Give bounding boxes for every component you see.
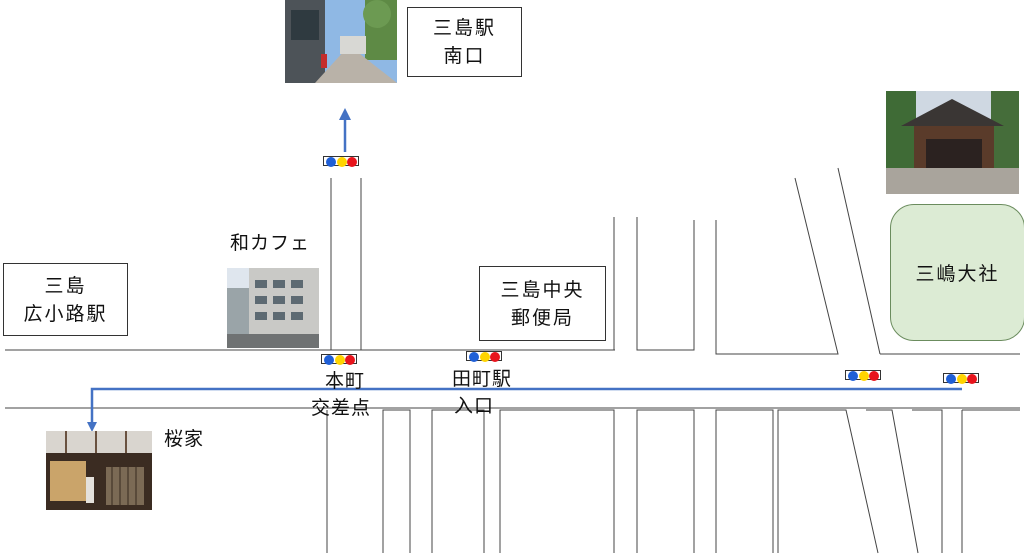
cafe-photo [227,268,319,348]
arrow-up-icon [339,108,351,120]
station-exit: 南口 [443,45,486,67]
hirokoji-station: 三島 広小路駅 [3,263,128,336]
post-office: 三島中央 郵便局 [479,266,606,341]
honmachi-intersection: 本町 交差点 [311,368,371,422]
mishima-taisha-shrine: 三嶋大社 [890,204,1024,341]
sakuraya-photo [46,431,152,510]
post-office-name: 郵便局 [510,306,574,329]
block-edge [866,409,919,554]
traffic-signal-icon [943,373,979,384]
block-edge [837,167,881,355]
station-name: 三島 [44,274,87,297]
station-name: 三島駅 [432,17,496,39]
block-edge [499,409,615,553]
traffic-signal-icon [466,351,502,362]
station-name: 広小路駅 [23,302,108,325]
traffic-signal-icon [323,156,359,167]
entrance-name: 田町駅 [452,368,513,390]
block-edge [912,409,943,553]
intersection-name: 交差点 [311,397,372,419]
entrance-name: 入口 [454,395,495,417]
block-edge [715,177,839,355]
block-edge [431,409,485,553]
tamachi-station-entrance: 田町駅 入口 [452,366,512,420]
arrow-down-icon [87,422,97,432]
shrine-photo [886,91,1019,194]
shrine-name: 三嶋大社 [915,263,1000,285]
station-photo [285,0,397,83]
traffic-signal-icon [321,354,357,365]
traffic-signal-icon [845,370,881,381]
block-edge [777,409,879,554]
sakuraya-label: 桜家 [164,428,205,450]
cafe-label: 和カフェ [230,232,311,254]
block-edge [636,217,695,351]
post-office-name: 三島中央 [500,278,585,301]
walking-route [90,118,962,426]
block-edge [382,409,411,553]
mishima-station-south-exit: 三島駅 南口 [407,7,522,77]
intersection-name: 本町 [325,370,366,392]
block-edge [636,409,695,553]
block-edge [715,409,774,553]
